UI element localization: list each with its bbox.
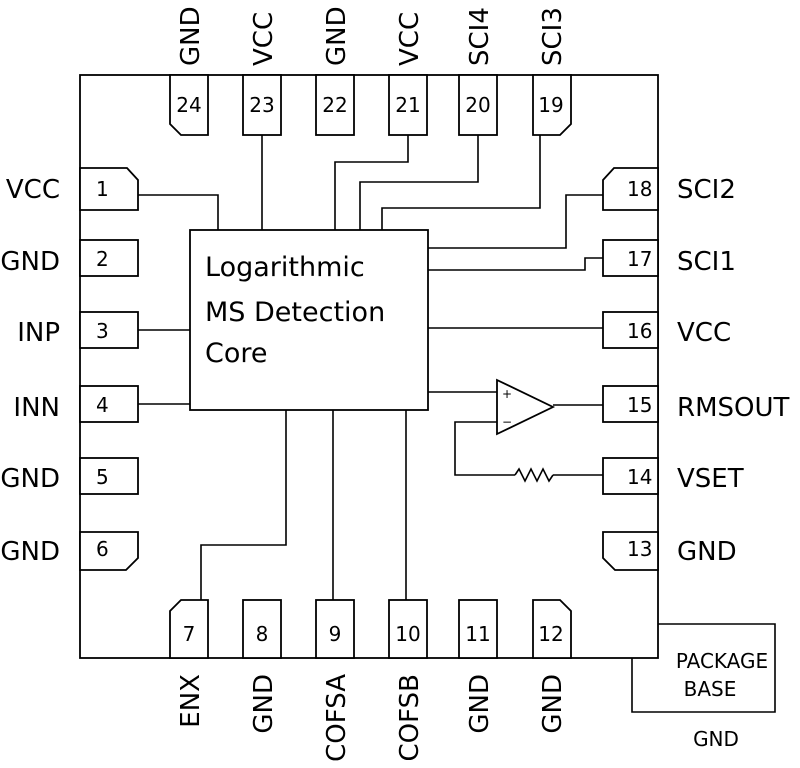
pin-5-name: GND — [0, 464, 60, 494]
pin-14-name: VSET — [677, 464, 744, 494]
pin-14: 14 VSET — [602, 457, 744, 495]
pin-2-name: GND — [0, 247, 60, 277]
package-base-label-line2: BASE — [684, 677, 737, 701]
pin-7: 7 ENX — [169, 599, 209, 728]
pin-20: 20 SCI4 — [458, 7, 498, 136]
pin-3-number: 3 — [96, 319, 109, 343]
pin-22: 22 GND — [315, 6, 355, 136]
pin-13-number: 13 — [627, 537, 652, 561]
pin-20-name: SCI4 — [465, 7, 495, 66]
pin-7-name: ENX — [176, 674, 206, 728]
pin-12: 12 GND — [532, 599, 572, 734]
pin-11-name: GND — [465, 674, 495, 734]
pin-18-name: SCI2 — [677, 175, 736, 205]
pin-18: 18 SCI2 — [602, 167, 736, 211]
pin-3: 3 INP — [17, 311, 139, 349]
pin-17-number: 17 — [627, 247, 652, 271]
pin-7-number: 7 — [183, 622, 196, 646]
pin-15-number: 15 — [627, 393, 652, 417]
pin-4-number: 4 — [96, 393, 109, 417]
pin-8-name: GND — [249, 674, 279, 734]
pin-23: 23 VCC — [242, 12, 282, 136]
pin-13-name: GND — [677, 537, 737, 567]
pin-5-number: 5 — [96, 465, 109, 489]
package-base-label-line1: PACKAGE — [676, 649, 768, 673]
pin-10-name: COFSB — [395, 674, 425, 761]
pin-6: 6 GND — [0, 531, 139, 571]
pin-9-name: COFSA — [322, 674, 352, 762]
pin-17-name: SCI1 — [677, 247, 736, 277]
pin-5: 5 GND — [0, 457, 139, 495]
pin-9-number: 9 — [329, 622, 342, 646]
pin-24-name: GND — [176, 6, 206, 66]
pin-21-number: 21 — [395, 93, 420, 117]
pin-4-name: INN — [13, 393, 60, 423]
package-base-box — [631, 623, 776, 713]
pin-20-number: 20 — [465, 93, 490, 117]
detection-core-block — [189, 229, 429, 411]
pin-10-number: 10 — [395, 622, 420, 646]
pin-9: 9 COFSA — [315, 599, 355, 762]
pin-13: 13 GND — [602, 531, 737, 571]
pin-19: 19 SCI3 — [532, 7, 572, 136]
pin-2: 2 GND — [0, 239, 139, 277]
pin-15-name: RMSOUT — [677, 393, 789, 423]
pin-24-number: 24 — [176, 93, 201, 117]
opamp-symbol — [496, 378, 556, 436]
pin-23-name: VCC — [249, 12, 279, 66]
core-label-line2: MS Detection — [205, 297, 385, 328]
pin-4: 4 INN — [13, 385, 139, 423]
pin-1: 1 VCC — [6, 167, 139, 211]
pin-10: 10 COFSB — [388, 599, 428, 761]
pin-15: 15 RMSOUT — [602, 385, 789, 423]
pin-11-number: 11 — [465, 622, 490, 646]
pin-1-number: 1 — [96, 177, 109, 201]
pin-8-number: 8 — [256, 622, 269, 646]
pin-3-name: INP — [17, 318, 60, 348]
pin-6-name: GND — [0, 537, 60, 567]
pin-14-number: 14 — [627, 465, 652, 489]
core-label-line1: Logarithmic — [205, 252, 365, 283]
pin-24: 24 GND — [169, 6, 209, 136]
opamp-plus-sign: + — [502, 387, 512, 401]
pin-12-name: GND — [538, 674, 568, 734]
pin-21-name: VCC — [395, 12, 425, 66]
pin-12-number: 12 — [538, 622, 563, 646]
internal-wiring — [138, 135, 603, 600]
pin-11: 11 GND — [458, 599, 498, 734]
pin-16: 16 VCC — [602, 311, 731, 349]
pin-2-number: 2 — [96, 247, 109, 271]
pin-19-number: 19 — [538, 93, 563, 117]
pin-16-number: 16 — [627, 319, 652, 343]
pin-21: 21 VCC — [388, 12, 428, 136]
core-label-line3: Core — [205, 338, 268, 369]
pin-18-number: 18 — [627, 177, 652, 201]
pin-22-name: GND — [322, 6, 352, 66]
pin-23-number: 23 — [249, 93, 274, 117]
pin-17: 17 SCI1 — [602, 239, 736, 277]
pin-16-name: VCC — [677, 318, 731, 348]
pin-19-name: SCI3 — [538, 7, 568, 66]
pin-22-number: 22 — [322, 93, 347, 117]
pin-8: 8 GND — [242, 599, 282, 734]
package-base-pin-name: GND — [693, 727, 739, 751]
opamp-minus-sign: − — [502, 415, 512, 429]
pin-1-name: VCC — [6, 175, 60, 205]
pin-6-number: 6 — [96, 537, 109, 561]
